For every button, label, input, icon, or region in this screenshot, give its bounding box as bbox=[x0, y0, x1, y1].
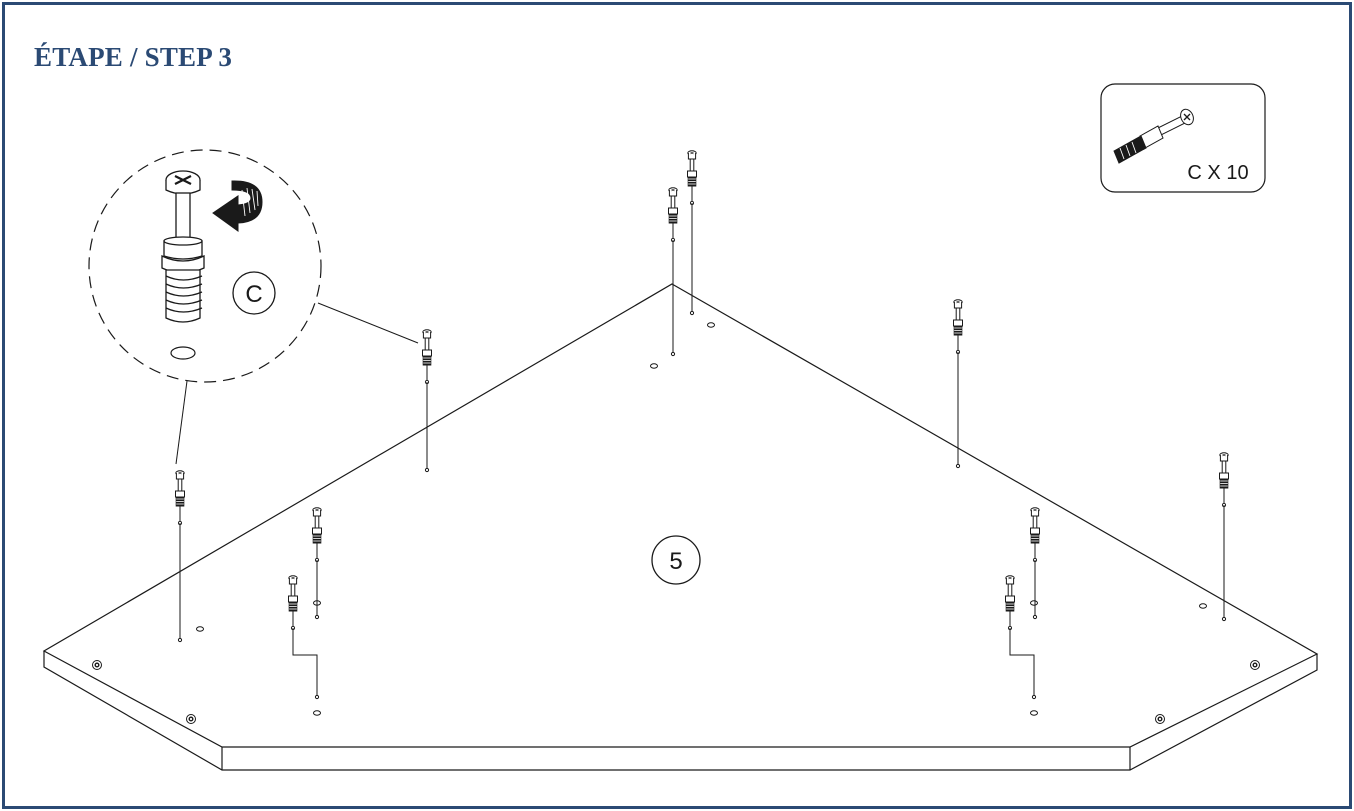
drill-hole-icon bbox=[170, 346, 196, 360]
step-title: ÉTAPE / STEP 3 bbox=[34, 42, 233, 72]
cam-dowel bbox=[668, 187, 678, 243]
panel-5 bbox=[42, 283, 1319, 771]
panel-number-label: 5 bbox=[669, 548, 682, 575]
parts-box-quantity: C X 10 bbox=[1187, 162, 1248, 184]
cam-dowel bbox=[1219, 452, 1229, 508]
panel-top-face bbox=[42, 283, 1319, 748]
panel-holes bbox=[196, 322, 1207, 716]
cam-dowel bbox=[687, 150, 697, 206]
rotate-clockwise-arrow-icon bbox=[212, 180, 263, 232]
panel-front-edge bbox=[43, 651, 1318, 771]
detail-callout: C bbox=[88, 149, 419, 465]
cam-dowel bbox=[422, 329, 432, 385]
cam-dowel-icon bbox=[1113, 108, 1194, 164]
parts-box: C X 10 bbox=[1100, 83, 1266, 193]
detail-callout-circle bbox=[88, 149, 322, 383]
cam-dowel bbox=[953, 299, 963, 355]
panel-number-circle bbox=[651, 535, 701, 585]
parts-box-frame bbox=[1100, 83, 1266, 193]
panel-corner-holes bbox=[92, 660, 1260, 724]
callout-leader-line bbox=[317, 302, 419, 344]
part-label-circle bbox=[232, 271, 276, 315]
part-label-c: C bbox=[245, 281, 262, 308]
callout-leader-line bbox=[175, 380, 188, 465]
cam-dowels bbox=[175, 150, 1229, 700]
cam-dowel-icon bbox=[161, 170, 205, 323]
cam-dowel bbox=[175, 470, 185, 526]
